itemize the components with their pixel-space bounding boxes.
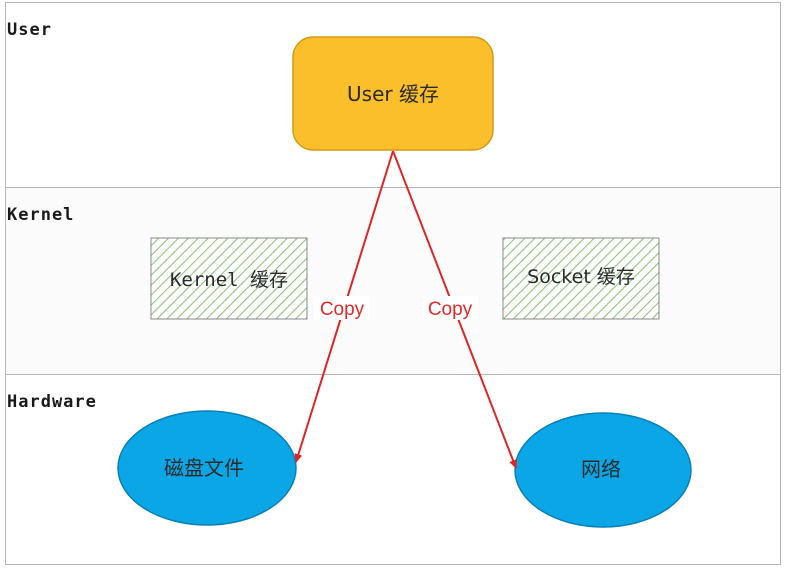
network-ellipse: [514, 412, 692, 528]
network-label: 网络: [581, 457, 621, 481]
disk-file-ellipse: [117, 410, 297, 526]
user-cache-label: User 缓存: [347, 82, 439, 106]
hardware-layer-label: Hardware: [7, 392, 97, 412]
disk-file-node: 磁盘文件: [117, 410, 297, 526]
socket-cache-node: Socket 缓存: [502, 237, 660, 320]
copy-label-right: Copy: [428, 299, 473, 320]
network-node: 网络: [514, 412, 692, 528]
kernel-layer-label: Kernel: [7, 205, 75, 225]
user-cache-box: [292, 36, 494, 151]
kernel-cache-label: Kernel 缓存: [170, 269, 288, 291]
socket-cache-label: Socket 缓存: [527, 266, 635, 288]
socket-cache-box: [502, 237, 660, 320]
kernel-cache-box: [150, 237, 308, 320]
user-cache-node: User 缓存: [292, 36, 494, 151]
kernel-cache-node: Kernel 缓存: [150, 237, 308, 320]
copy-label-right-bg: [422, 296, 478, 320]
user-layer-label: User: [7, 20, 52, 40]
disk-file-label: 磁盘文件: [164, 456, 244, 480]
copy-label-left-bg: [314, 296, 370, 320]
copy-label-left: Copy: [320, 299, 365, 320]
